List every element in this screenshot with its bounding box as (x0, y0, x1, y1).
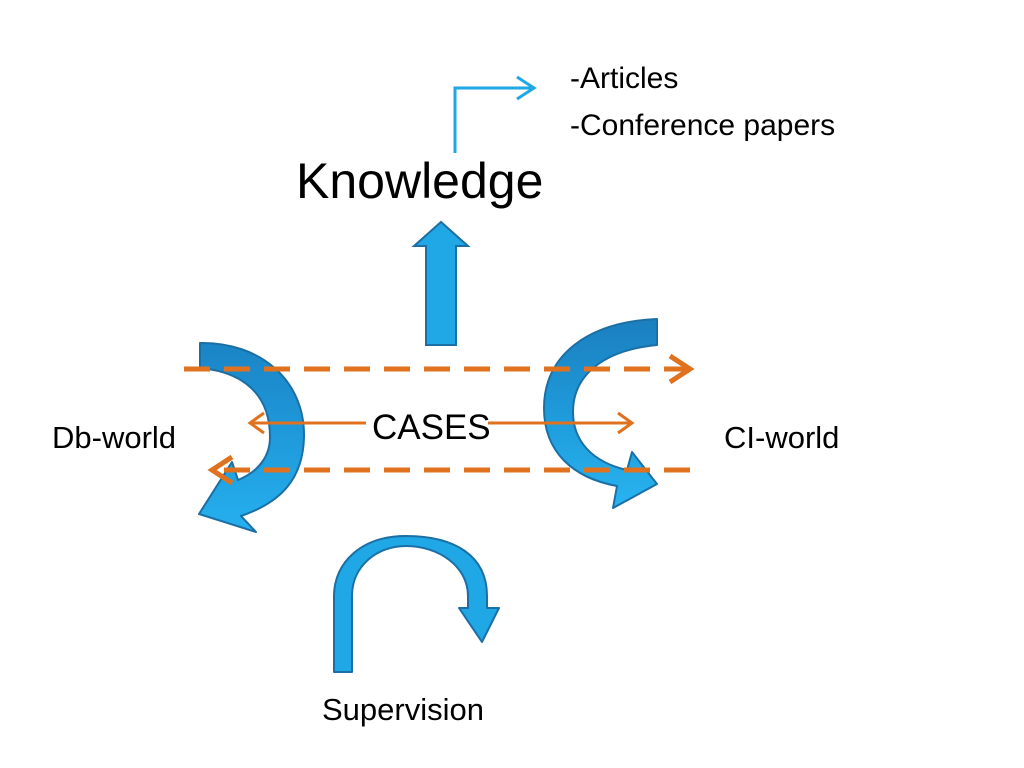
dashed-arrow-right-icon (184, 353, 695, 385)
knowledge-title: Knowledge (296, 153, 544, 209)
dashed-arrow-left-icon (207, 454, 690, 486)
outputs-item-conference-papers: -Conference papers (570, 109, 836, 142)
curved-arrow-down-left-icon (198, 341, 306, 533)
cases-label: CASES (372, 408, 491, 447)
double-headed-arrow-icon (247, 411, 635, 435)
u-turn-arrow-icon (333, 535, 500, 673)
ci-world-label: CI-world (724, 420, 840, 455)
block-arrow-up-icon (411, 220, 471, 346)
supervision-label: Supervision (322, 692, 484, 727)
outputs-list: -Articles -Conference papers (570, 55, 835, 149)
elbow-arrow-right-icon (453, 75, 537, 153)
db-world-label: Db-world (52, 420, 177, 455)
outputs-item-articles: -Articles (570, 62, 679, 95)
curved-arrow-down-right-icon (543, 318, 658, 509)
